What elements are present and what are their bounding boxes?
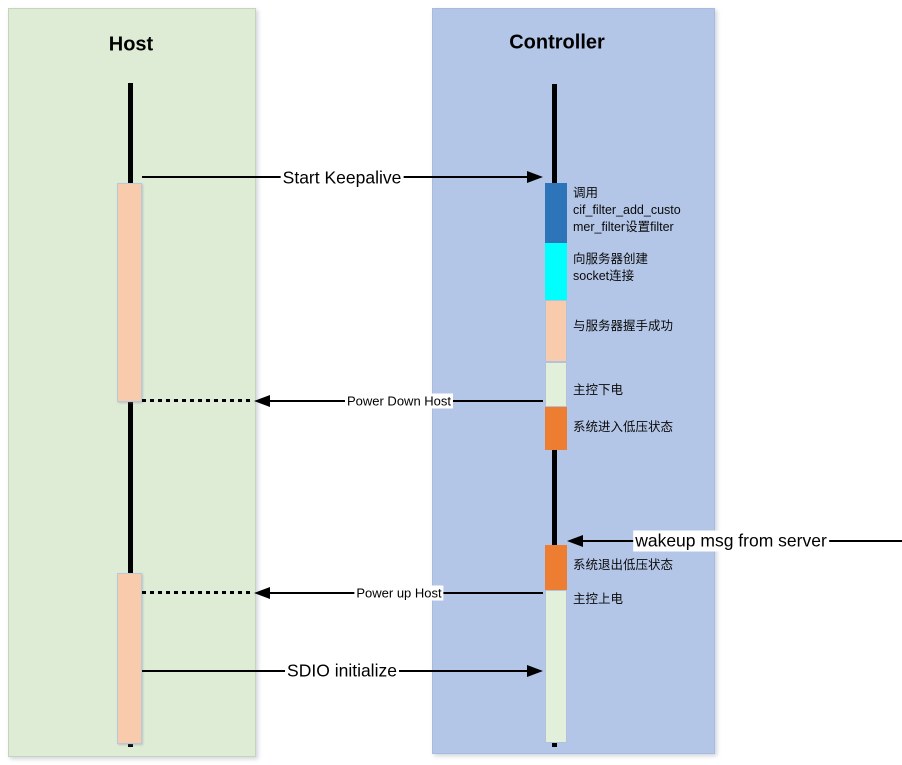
label-host-power-down: 主控下电 <box>573 383 624 397</box>
segment-host-power-down <box>545 362 567 407</box>
label-enter-low-voltage: 系统进入低压状态 <box>573 420 674 434</box>
segment-exit-low-voltage <box>545 545 567 590</box>
segment-handshake-success <box>545 300 567 362</box>
label-set-filter: 调用 cif_filter_add_custo mer_filter设置filt… <box>573 186 681 234</box>
label-exit-low-voltage: 系统退出低压状态 <box>573 558 674 572</box>
sdio-initialize-label: SDIO initialize <box>285 660 399 682</box>
arrowhead-right-icon <box>527 171 543 183</box>
controller-title: Controller <box>509 31 605 54</box>
host-activation-bar-1 <box>117 183 142 402</box>
segment-set-filter <box>545 183 567 243</box>
controller-lane <box>432 8 715 754</box>
power-down-dashed-line <box>142 399 254 402</box>
power-up-host-label: Power up Host <box>354 585 444 601</box>
arrowhead-right-icon <box>527 665 543 677</box>
segment-host-power-up <box>545 590 567 743</box>
host-title: Host <box>108 33 154 56</box>
wakeup-from-server-label: wakeup msg from server <box>633 530 829 552</box>
segment-enter-low-voltage <box>545 407 567 450</box>
arrowhead-left-icon <box>567 535 583 547</box>
label-create-socket: 向服务器创建 socket连接 <box>573 252 649 283</box>
host-lifeline <box>128 83 133 747</box>
power-up-dashed-line <box>142 591 254 594</box>
host-activation-bar-2 <box>117 573 142 744</box>
arrowhead-left-icon <box>254 395 270 407</box>
label-host-power-up: 主控上电 <box>573 592 624 606</box>
segment-create-socket <box>545 243 567 300</box>
power-down-host-label: Power Down Host <box>344 393 454 409</box>
arrowhead-left-icon <box>254 587 270 599</box>
start-keepalive-label: Start Keepalive <box>280 167 404 189</box>
label-handshake-success: 与服务器握手成功 <box>573 319 674 333</box>
